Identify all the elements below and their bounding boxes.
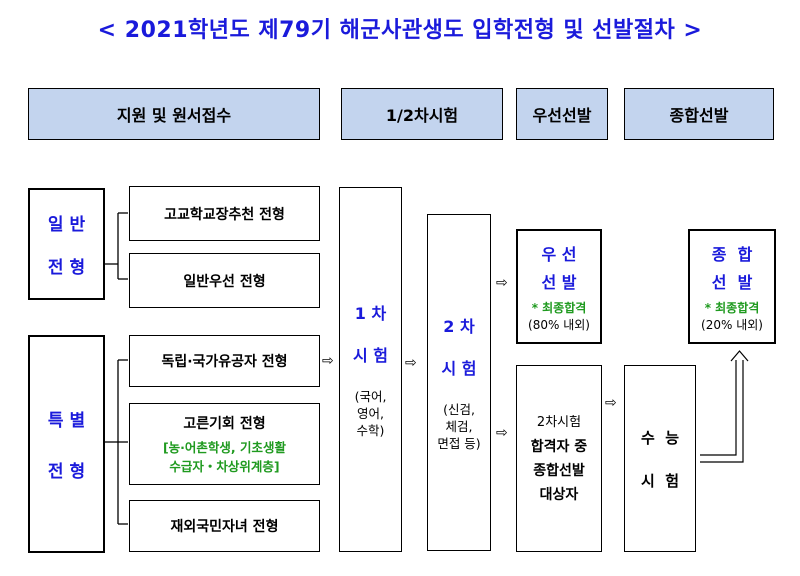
priority-selection-box: 우 선 선 발 * 최종합격 (80% 내외) [516, 229, 602, 344]
exam1-sub1: (국어, [354, 389, 387, 404]
general-sub-school-recommend: 고교학교장추천 전형 [129, 186, 320, 241]
special-sub-patriot: 독립·국가유공자 전형 [129, 335, 320, 387]
exam1-sub2: 영어, [357, 406, 384, 421]
special-sub1-label: 독립·국가유공자 전형 [161, 354, 288, 370]
arrow-right-icon: ⇨ [496, 275, 508, 291]
csat-line1: 수 능 [640, 428, 680, 447]
special-admission-box: 특 별 전 형 [28, 335, 105, 553]
arrow-right-icon: ⇨ [322, 353, 334, 369]
general-admission-box: 일 반 전 형 [28, 188, 105, 300]
general-label-line1: 일 반 [47, 215, 86, 235]
special-label-line2: 전 형 [47, 462, 86, 482]
header-priority: 우선선발 [516, 88, 608, 140]
exam1-sub3: 수학) [356, 423, 385, 438]
comp-line2: 선 발 [711, 272, 753, 292]
general-sub2-label: 일반우선 전형 [183, 273, 266, 290]
priority-final-pass: * 최종합격 [531, 300, 587, 315]
exam1-line2: 시 험 [352, 346, 388, 365]
special-sub-overseas: 재외국민자녀 전형 [129, 500, 320, 552]
exam2-sub1: (신검, [443, 402, 475, 417]
priority-line1: 우 선 [541, 244, 577, 264]
header-apply: 지원 및 원서접수 [28, 88, 320, 140]
priority-line2: 선 발 [541, 272, 577, 292]
exam1-box: 1 차 시 험 (국어, 영어, 수학) [339, 187, 402, 552]
passers-line4: 대상자 [539, 486, 579, 503]
special-sub2-note2: 수급자・차상위계층] [169, 459, 280, 474]
page-title: < 2021학년도 제79기 해군사관생도 입학전형 및 선발절차 > [97, 18, 703, 43]
special-sub2-title: 고른기회 전형 [183, 416, 266, 432]
exam2-line2: 시 험 [441, 359, 477, 378]
exam1-line1: 1 차 [354, 304, 387, 323]
exam2-sub2: 체검, [445, 419, 473, 434]
exam2-line1: 2 차 [443, 317, 475, 336]
exam2-sub3: 면접 등) [437, 436, 481, 451]
arrow-right-icon: ⇨ [605, 395, 617, 411]
arrow-right-icon: ⇨ [496, 425, 508, 441]
general-sub-priority: 일반우선 전형 [129, 253, 320, 308]
special-sub3-label: 재외국민자녀 전형 [170, 519, 279, 535]
csat-line2: 시 험 [640, 471, 680, 490]
header-exam12: 1/2차시험 [341, 88, 503, 140]
special-label-line1: 특 별 [47, 411, 86, 431]
comp-line1: 종 합 [711, 244, 753, 264]
general-sub1-label: 고교학교장추천 전형 [164, 206, 285, 223]
special-sub2-note1: [농·어촌학생, 기초생활 [162, 440, 287, 455]
comp-percent: (20% 내외) [701, 317, 763, 332]
exam2-box: 2 차 시 험 (신검, 체검, 면접 등) [427, 214, 491, 551]
passers-line1: 2차시험 [536, 414, 582, 430]
comprehensive-selection-box: 종 합 선 발 * 최종합격 (20% 내외) [688, 229, 776, 344]
header-comprehensive: 종합선발 [624, 88, 774, 140]
arrow-right-icon: ⇨ [405, 355, 417, 371]
comp-final-pass: * 최종합격 [704, 300, 760, 315]
passers-line3: 종합선발 [533, 462, 585, 479]
special-sub-equal-opportunity: 고른기회 전형 [농·어촌학생, 기초생활 수급자・차상위계층] [129, 403, 320, 485]
priority-percent: (80% 내외) [528, 317, 590, 332]
general-label-line2: 전 형 [47, 258, 86, 278]
passers-line2: 합격자 중 [530, 438, 588, 455]
exam2-passers-box: 2차시험 합격자 중 종합선발 대상자 [516, 365, 602, 552]
csat-box: 수 능 시 험 [624, 365, 696, 552]
